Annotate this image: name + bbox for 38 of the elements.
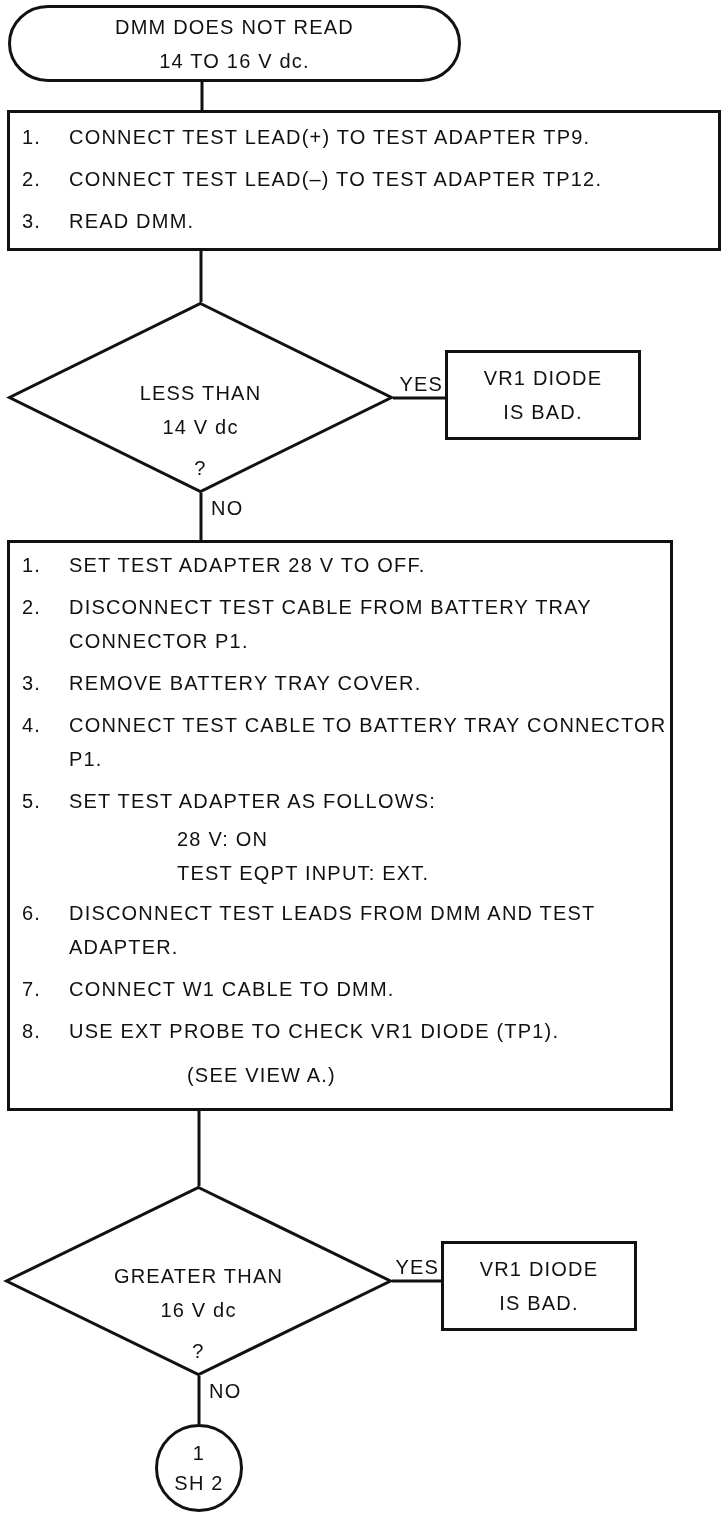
off-page-connector: [155, 1424, 243, 1512]
process-box: [7, 540, 673, 1111]
connector-text: 1: [192, 1441, 206, 1466]
connector-line: [199, 251, 203, 302]
question-mark: ?: [191, 1339, 206, 1364]
result-box: [445, 350, 641, 440]
step-text: 4. CONNECT TEST CABLE TO BATTERY TRAY CONNECTOR P1.: [22, 713, 668, 772]
decision-diamond: [8, 302, 393, 493]
node-text: VR1 DIODE IS BAD.: [478, 1257, 600, 1316]
step-text: 2. DISCONNECT TEST CABLE FROM BATTERY TRAY CONNECTOR P1.: [22, 595, 593, 654]
step-text: 6. DISCONNECT TEST LEADS FROM DMM AND TEST ADAPTER.: [22, 901, 597, 960]
connector-line: [392, 1279, 441, 1283]
start-terminator: [8, 5, 461, 82]
process-box: [7, 110, 721, 251]
step-text: 2. CONNECT TEST LEAD(–) TO TEST ADAPTER TP12.: [22, 167, 604, 192]
decision-text: LESS THAN 14 V dc: [138, 381, 263, 440]
step-text: 3. REMOVE BATTERY TRAY COVER.: [22, 671, 423, 696]
step-text: 1. SET TEST ADAPTER 28 V TO OFF.: [22, 553, 427, 578]
step-text: 7. CONNECT W1 CABLE TO DMM.: [22, 977, 396, 1002]
connector-line: [200, 82, 204, 110]
connector-line: [199, 493, 203, 540]
question-mark: ?: [193, 456, 208, 481]
step-text: 1. CONNECT TEST LEAD(+) TO TEST ADAPTER TP9.: [22, 125, 592, 150]
connector-line: [197, 1111, 201, 1186]
decision-diamond: [5, 1186, 392, 1376]
step-text: 5. SET TEST ADAPTER AS FOLLOWS:: [22, 789, 438, 814]
step-text: 8. USE EXT PROBE TO CHECK VR1 DIODE (TP1).: [22, 1019, 561, 1044]
step-text: (SEE VIEW A.): [186, 1063, 337, 1088]
node-text: DMM DOES NOT READ 14 TO 16 V dc.: [114, 14, 355, 74]
connector-line: [393, 396, 445, 400]
node-text: VR1 DIODE IS BAD.: [482, 366, 604, 425]
connector-text: SH 2: [174, 1471, 224, 1496]
step-text: 28 V: ON: [176, 827, 270, 852]
decision-text: GREATER THAN 16 V dc: [112, 1264, 285, 1323]
connector-line: [197, 1376, 201, 1424]
result-box: [441, 1241, 637, 1331]
step-text: 3. READ DMM.: [22, 209, 196, 234]
step-text: TEST EQPT INPUT: EXT.: [176, 861, 431, 886]
